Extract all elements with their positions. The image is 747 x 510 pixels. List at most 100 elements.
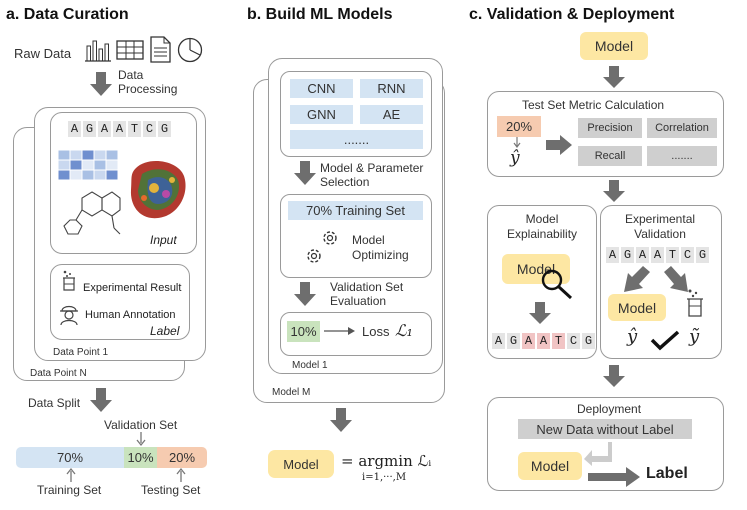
selected-model-box: Model bbox=[268, 450, 334, 478]
nucleotide-highlighted: T bbox=[552, 333, 565, 349]
more-models-option: ....... bbox=[290, 130, 423, 149]
arrow-right-icon bbox=[588, 467, 640, 487]
nucleotide: A bbox=[113, 121, 126, 137]
new-data-pill: New Data without Label bbox=[518, 419, 692, 439]
explainability-title: Model Explainability bbox=[507, 212, 578, 241]
arrow-down-icon bbox=[603, 365, 625, 387]
testing-set-label: Testing Set bbox=[141, 483, 201, 497]
arrow-down-icon bbox=[294, 282, 316, 306]
arrow-down-icon bbox=[136, 432, 146, 447]
raw-data-label: Raw Data bbox=[14, 46, 72, 61]
nucleotide: G bbox=[621, 247, 634, 263]
arrow-down-right-icon bbox=[664, 266, 688, 292]
gears-icon bbox=[307, 231, 337, 263]
explain-model-box: Model bbox=[502, 254, 570, 284]
experimental-title: Experimental Validation bbox=[625, 212, 696, 241]
validation-set-label: Validation Set bbox=[104, 418, 178, 432]
exp-model-box: Model bbox=[608, 294, 666, 321]
nucleotide: G bbox=[83, 121, 96, 137]
loss-symbol: ℒ₁ bbox=[395, 321, 413, 340]
test-pct-pill: 20% bbox=[497, 116, 541, 137]
arrow-down-icon bbox=[603, 66, 625, 88]
deploy-model-box: Model bbox=[518, 452, 582, 480]
checkmark-icon bbox=[650, 330, 680, 351]
model-m-label: Model M bbox=[272, 387, 311, 398]
experimental-card bbox=[600, 205, 722, 359]
magnifier-icon bbox=[541, 269, 573, 300]
explain-dna-sequence: A G A A T C G bbox=[492, 333, 597, 349]
arrow-left-icon bbox=[584, 442, 612, 466]
loss-label: Loss bbox=[362, 324, 390, 339]
nucleotide: A bbox=[606, 247, 619, 263]
correlation-metric: Correlation bbox=[647, 118, 717, 138]
molecule-icon bbox=[63, 191, 121, 235]
nucleotide-highlighted: A bbox=[537, 333, 550, 349]
gnn-option: GNN bbox=[290, 105, 353, 124]
precision-metric: Precision bbox=[578, 118, 642, 138]
dna-sequence: A G A A T C G bbox=[68, 121, 173, 137]
nucleotide-highlighted: A bbox=[522, 333, 535, 349]
panel-c-title: c. Validation & Deployment bbox=[469, 6, 675, 23]
deployment-title: Deployment bbox=[577, 402, 642, 416]
testing-split-bar: 20% bbox=[157, 447, 207, 468]
arrow-down-icon bbox=[330, 408, 352, 432]
data-point-n-label: Data Point N bbox=[30, 368, 87, 379]
arrow-up-icon bbox=[176, 467, 186, 482]
optimizing-label: Model Optimizing bbox=[352, 233, 409, 262]
training-split-bar: 70% bbox=[16, 447, 124, 468]
deploy-label-output: Label bbox=[646, 465, 688, 482]
ae-option: AE bbox=[360, 105, 423, 124]
recall-metric: Recall bbox=[578, 146, 642, 166]
validation-eval-label: Validation Set Evaluation bbox=[330, 280, 404, 308]
model-top-box: Model bbox=[580, 32, 648, 60]
nucleotide: C bbox=[681, 247, 694, 263]
arrow-right-icon bbox=[546, 135, 572, 155]
label-label: Label bbox=[150, 324, 180, 338]
nucleotide: A bbox=[68, 121, 81, 137]
nucleotide: G bbox=[582, 333, 595, 349]
arrow-down-icon bbox=[90, 388, 112, 412]
beaker-icon bbox=[687, 289, 703, 317]
nucleotide: C bbox=[567, 333, 580, 349]
label-card bbox=[50, 264, 190, 340]
validation-split-bar: 10% bbox=[124, 447, 157, 468]
exp-dna-sequence: A G A A T C G bbox=[606, 247, 711, 263]
worker-icon bbox=[60, 305, 78, 326]
arrow-down-left-icon bbox=[624, 266, 650, 292]
arrow-up-icon bbox=[66, 467, 76, 482]
y-tilde: ỹ bbox=[689, 326, 700, 347]
training-set-pill: 70% Training Set bbox=[288, 201, 423, 220]
human-annotation: Human Annotation bbox=[85, 309, 176, 321]
cnn-option: CNN bbox=[290, 79, 353, 98]
arrow-right-icon bbox=[324, 327, 355, 335]
nucleotide: A bbox=[492, 333, 505, 349]
nucleotide: T bbox=[666, 247, 679, 263]
beaker-icon bbox=[63, 270, 75, 291]
tissue-image bbox=[130, 161, 186, 219]
argmin-equation: = argmin ℒᵢ bbox=[341, 452, 432, 470]
val-pct-pill: 10% bbox=[287, 321, 320, 342]
selection-label: Model & Parameter Selection bbox=[320, 161, 424, 189]
pie-chart-icon bbox=[177, 37, 203, 63]
table-icon bbox=[116, 40, 144, 60]
document-icon bbox=[150, 36, 171, 63]
arrow-down-icon bbox=[294, 161, 316, 185]
argmin-subscript: i=1,···,M bbox=[362, 472, 407, 483]
metric-title: Test Set Metric Calculation bbox=[522, 98, 665, 112]
rnn-option: RNN bbox=[360, 79, 423, 98]
data-processing-label: Data Processing bbox=[118, 68, 178, 96]
nucleotide: T bbox=[128, 121, 141, 137]
nucleotide: G bbox=[507, 333, 520, 349]
experimental-result: Experimental Result bbox=[83, 282, 182, 294]
nucleotide: A bbox=[636, 247, 649, 263]
arrow-down-icon bbox=[513, 137, 521, 148]
exp-y-hat: ŷ bbox=[627, 326, 638, 347]
data-split-label: Data Split bbox=[28, 396, 81, 410]
more-metrics: ....... bbox=[647, 146, 717, 166]
nucleotide: C bbox=[143, 121, 156, 137]
nucleotide: G bbox=[696, 247, 709, 263]
arrow-down-icon bbox=[529, 302, 551, 324]
panel-b-title: b. Build ML Models bbox=[247, 6, 393, 23]
data-point-1-label: Data Point 1 bbox=[53, 347, 109, 358]
input-label: Input bbox=[150, 233, 177, 247]
